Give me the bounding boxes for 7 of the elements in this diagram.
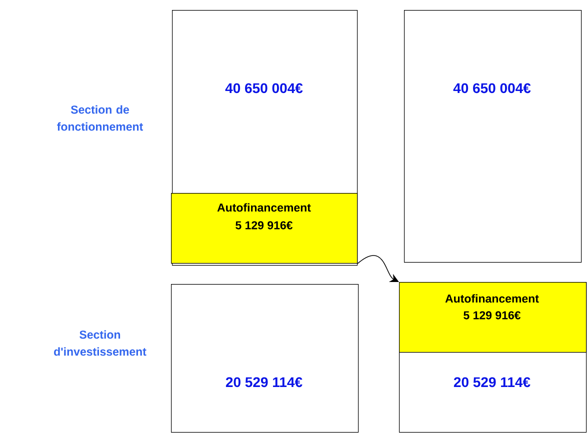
section-box: 40 650 004€ <box>404 10 582 263</box>
section-box: 20 529 114€ <box>171 284 359 433</box>
highlight-box: Autofinancement 5 129 916€ <box>399 282 587 353</box>
section-label: Section de fonctionnement <box>57 105 143 131</box>
section-label: Section d'investissement <box>54 330 146 356</box>
highlight-box: Autofinancement 5 129 916€ <box>171 193 358 264</box>
arrow <box>357 255 399 282</box>
